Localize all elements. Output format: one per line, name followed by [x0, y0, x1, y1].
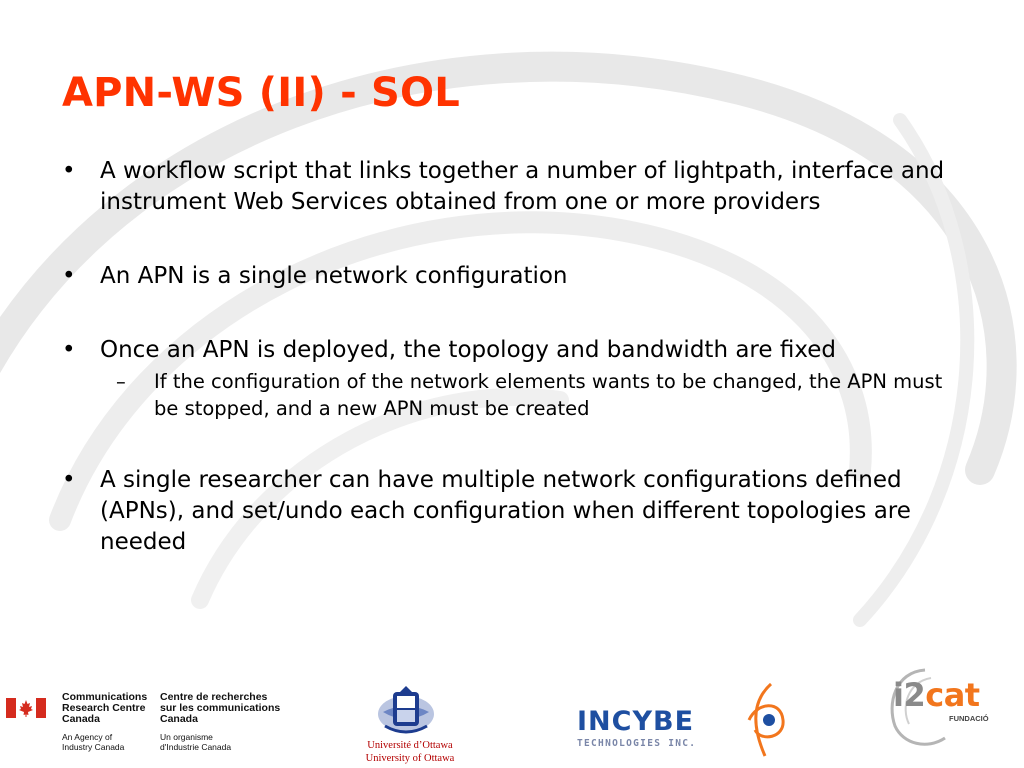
slide-title: APN-WS (II) - SOL: [62, 70, 460, 116]
uottawa-name-fr: Université d’Ottawa: [367, 740, 453, 751]
crc-french-text: Centre de recherches sur les communicati…: [160, 692, 280, 752]
crc-fr-small1: Un organisme: [160, 732, 213, 742]
bullet-text: A workflow script that links together a …: [100, 158, 945, 215]
crc-fr-line3: Canada: [160, 713, 198, 725]
i2cat-wordmark: i2cat: [893, 676, 980, 714]
i2cat-ring-icon: [890, 668, 946, 746]
i2cat-logo: i2cat FUNDACIÓ: [885, 664, 1005, 754]
incybe-swirl-icon: [747, 682, 785, 757]
bullet-item: • Once an APN is deployed, the topology …: [62, 335, 962, 422]
bullet-marker: •: [62, 467, 76, 493]
i2cat-tagline: FUNDACIÓ: [949, 714, 989, 723]
bullet-item: • A workflow script that links together …: [62, 156, 962, 218]
bullet-text: An APN is a single network configuration: [100, 263, 568, 289]
crc-english-text: Communications Research Centre Canada An…: [62, 692, 147, 752]
canada-flag-icon: [6, 698, 46, 718]
crc-logo: Communications Research Centre Canada An…: [6, 692, 296, 752]
sub-bullet-marker: –: [116, 370, 126, 393]
university-seal-icon: [378, 686, 434, 734]
crc-fr-line1: Centre de recherches: [160, 691, 268, 703]
sub-bullet-text: If the configuration of the network elem…: [154, 370, 943, 420]
bullet-text: Once an APN is deployed, the topology an…: [100, 337, 836, 363]
bullet-item: • An APN is a single network configurati…: [62, 261, 962, 292]
crc-en-line1: Communications: [62, 691, 148, 703]
crc-en-line3: Canada: [62, 713, 100, 725]
incybe-tagline: TECHNOLOGIES INC.: [577, 738, 697, 749]
bullet-marker: •: [62, 158, 76, 184]
bullet-text: A single researcher can have multiple ne…: [100, 467, 911, 555]
bullet-marker: •: [62, 263, 76, 289]
bullet-item: • A single researcher can have multiple …: [62, 465, 962, 558]
incybe-logo: INCYBE TECHNOLOGIES INC.: [575, 680, 795, 760]
crc-en-line2: Research Centre: [62, 702, 146, 714]
bullet-list: • A workflow script that links together …: [62, 156, 962, 558]
crc-fr-small2: d'Industrie Canada: [160, 741, 232, 752]
uottawa-name-en: University of Ottawa: [365, 753, 455, 764]
i2cat-wordmark-grey: i2: [893, 676, 926, 714]
i2cat-wordmark-orange: cat: [925, 676, 980, 714]
crc-en-small1: An Agency of: [62, 732, 113, 742]
sub-bullet-item: – If the configuration of the network el…: [108, 368, 962, 422]
footer-logos: Communications Research Centre Canada An…: [0, 660, 1024, 768]
crc-fr-line2: sur les communications: [160, 702, 281, 714]
incybe-wordmark: INCYBE: [577, 706, 695, 737]
uottawa-logo: Université d’Ottawa University of Ottawa: [340, 682, 490, 768]
bullet-marker: •: [62, 337, 76, 363]
crc-en-small2: Industry Canada: [62, 741, 125, 752]
